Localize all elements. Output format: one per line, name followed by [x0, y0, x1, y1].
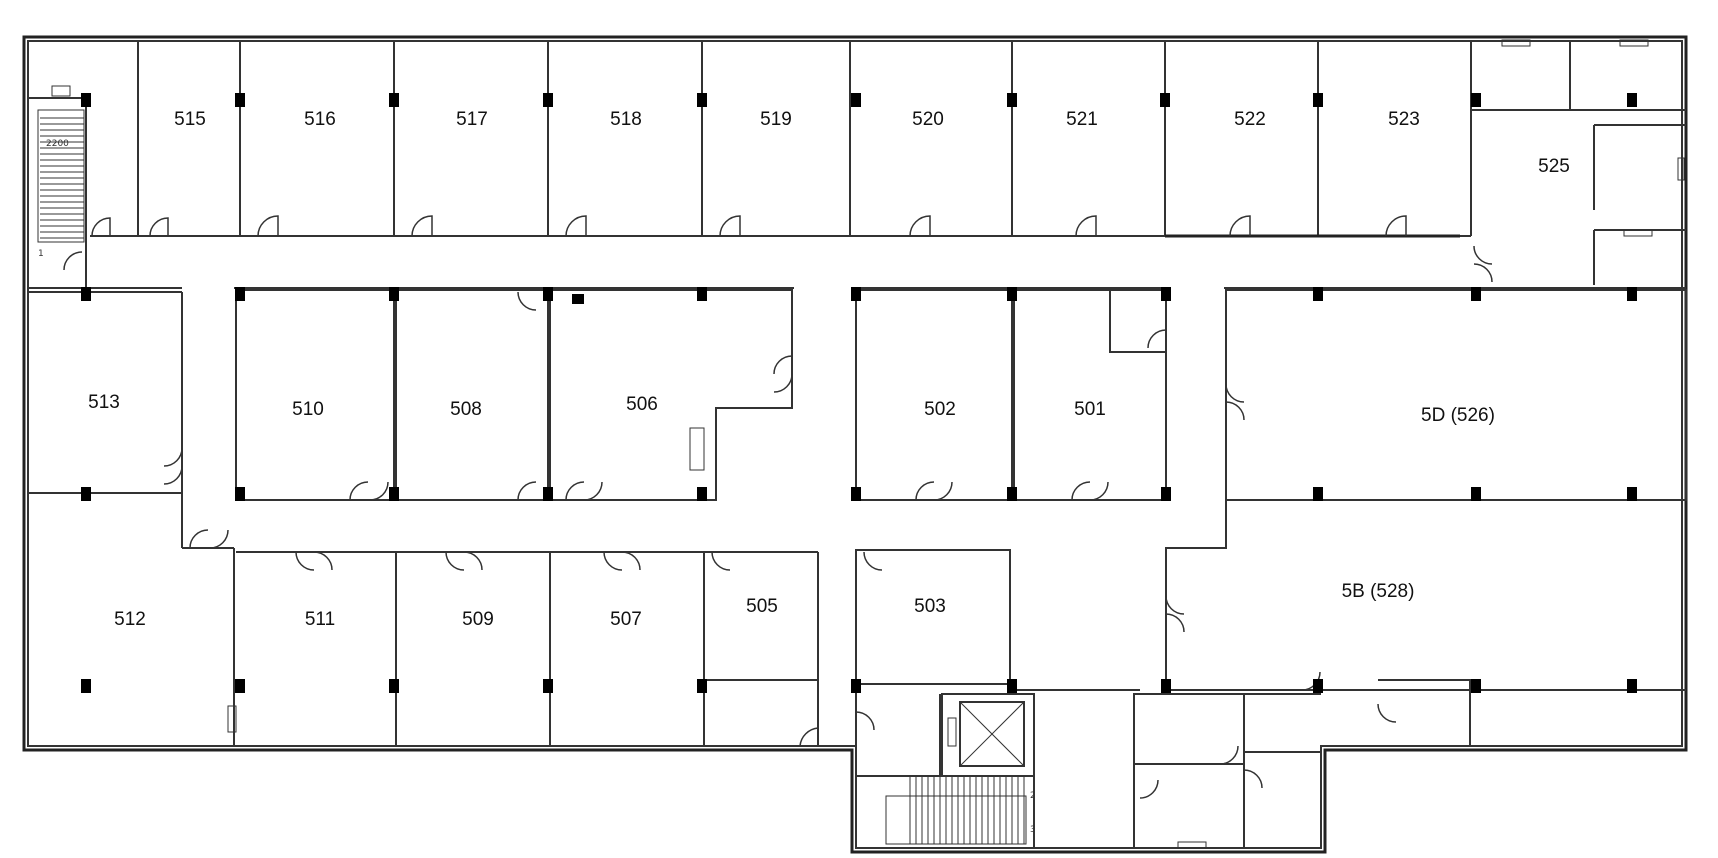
stair-mark-2: 2 — [1030, 791, 1036, 801]
column-marker — [235, 679, 245, 693]
middle-block-walls — [235, 289, 793, 501]
room-510-label: 510 — [292, 399, 324, 420]
column-marker — [1313, 487, 1323, 501]
room-5b-label: 5B (528) — [1342, 581, 1415, 602]
room-502-label: 502 — [924, 399, 956, 420]
column-marker — [1007, 93, 1017, 107]
room-519-label: 519 — [760, 109, 792, 130]
column-marker — [235, 487, 245, 501]
column-marker — [1160, 93, 1170, 107]
column-marker — [543, 93, 553, 107]
left-block-walls — [28, 291, 235, 746]
column-marker — [81, 679, 91, 693]
room-521-label: 521 — [1066, 109, 1098, 130]
column-marker — [543, 287, 553, 301]
column-marker — [81, 93, 91, 107]
top-row-walls — [90, 41, 1686, 285]
column-marker — [1007, 679, 1017, 693]
room-518-label: 518 — [610, 109, 642, 130]
room-515-label: 515 — [174, 109, 206, 130]
column-marker — [697, 93, 707, 107]
column-marker — [81, 287, 91, 301]
room-517-label: 517 — [456, 109, 488, 130]
column-marker — [1313, 679, 1323, 693]
column-marker — [1007, 287, 1017, 301]
column-marker — [1471, 487, 1481, 501]
column-marker — [851, 679, 861, 693]
column-marker — [81, 487, 91, 501]
column-marker — [389, 487, 399, 501]
column-marker — [851, 93, 861, 107]
upper-left-stair: 2200 1 — [27, 85, 87, 289]
stair-mark-3: 3 — [1030, 825, 1036, 835]
column-marker — [543, 679, 553, 693]
room-511-label: 511 — [305, 609, 335, 630]
room-505-label: 505 — [746, 596, 778, 617]
column-marker — [697, 679, 707, 693]
room-labels: 515 516 517 518 519 520 521 522 523 525 … — [88, 109, 1570, 630]
column-marker — [1471, 679, 1481, 693]
column-marker — [1627, 679, 1637, 693]
right-middle-walls — [855, 289, 1167, 501]
outer-walls — [22, 35, 1688, 854]
column-marker — [1313, 287, 1323, 301]
column-marker — [389, 287, 399, 301]
room-523-label: 523 — [1388, 109, 1420, 130]
room-501-label: 501 — [1074, 399, 1106, 420]
east-block-walls — [1165, 289, 1687, 746]
room-5d-label: 5D (526) — [1421, 405, 1495, 426]
column-marker — [1627, 287, 1637, 301]
room-508-label: 508 — [450, 399, 482, 420]
room-513-label: 513 — [88, 392, 120, 413]
stair-mark-1: 1 — [38, 249, 44, 259]
column-marker — [389, 93, 399, 107]
room-503-label: 503 — [914, 596, 946, 617]
column-marker — [543, 487, 553, 501]
room-520-label: 520 — [912, 109, 944, 130]
room-525-label: 525 — [1538, 156, 1570, 177]
room-522-label: 522 — [1234, 109, 1266, 130]
column-marker — [235, 93, 245, 107]
column-marker — [851, 487, 861, 501]
room-509-label: 509 — [462, 609, 494, 630]
room-512-label: 512 — [114, 609, 146, 630]
room-507-label: 507 — [610, 609, 642, 630]
column-marker — [851, 287, 861, 301]
room-506-label: 506 — [626, 394, 658, 415]
column-marker — [1313, 93, 1323, 107]
lower-stair: 2 3 — [885, 776, 1036, 845]
core-walls — [855, 549, 1321, 849]
elevator-symbol — [947, 701, 1025, 767]
column-marker — [1161, 679, 1171, 693]
doors — [63, 215, 1493, 799]
bottom-row-walls — [236, 551, 819, 746]
column-marker — [697, 487, 707, 501]
stair-dimension: 2200 — [46, 139, 69, 149]
column-marker — [235, 287, 245, 301]
column-marker — [1161, 487, 1171, 501]
column-marker — [1471, 287, 1481, 301]
room-516-label: 516 — [304, 109, 336, 130]
column-marker — [697, 287, 707, 301]
column-marker — [1627, 93, 1637, 107]
column-marker — [1161, 287, 1171, 301]
column-marker — [389, 679, 399, 693]
column-marker — [1627, 487, 1637, 501]
column-marker — [1007, 487, 1017, 501]
fixtures — [227, 39, 1685, 849]
columns — [81, 93, 1637, 693]
column-marker — [1471, 93, 1481, 107]
